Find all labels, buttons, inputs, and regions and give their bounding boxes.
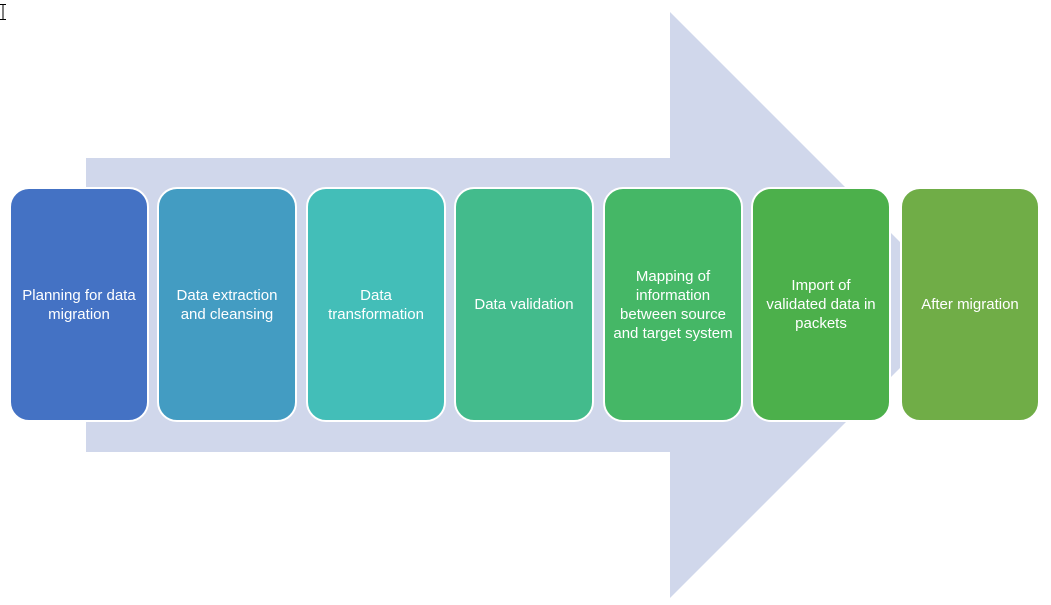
step-extraction: Data extraction and cleansing — [157, 187, 297, 422]
step-validation: Data validation — [454, 187, 594, 422]
step-label: Data transformation — [328, 286, 424, 323]
text-cursor-icon — [0, 4, 6, 20]
step-transformation: Data transformation — [306, 187, 446, 422]
step-label: After migration — [921, 296, 1019, 313]
step-label: Planning for data migration — [22, 286, 136, 323]
step-label: Import of validated data in packets — [766, 277, 876, 332]
step-planning: Planning for data migration — [9, 187, 149, 422]
step-label: Mapping of information between source an… — [613, 267, 733, 342]
step-label: Data extraction and cleansing — [176, 286, 278, 323]
step-after-migration: After migration — [900, 187, 1040, 422]
step-label: Data validation — [474, 296, 574, 313]
step-mapping: Mapping of information between source an… — [603, 187, 743, 422]
step-import: Import of validated data in packets — [751, 187, 891, 422]
